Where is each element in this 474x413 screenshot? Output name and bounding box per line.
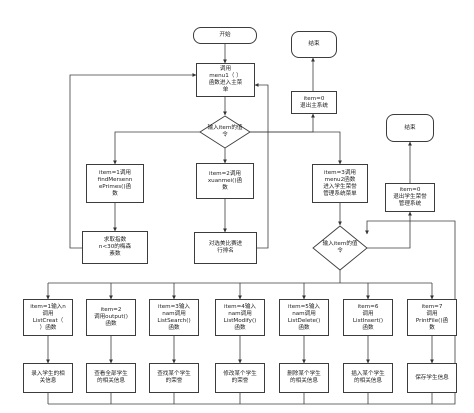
- connector: [254, 83, 269, 249]
- sub-item-process: item=5输入 nam调用 ListDelete() 函数: [279, 299, 329, 336]
- connector: [250, 113, 315, 133]
- end-terminal-main: 结束: [291, 31, 337, 58]
- sub-item-process: item=7 调用 PrintFile()函 数: [407, 299, 457, 336]
- decision-label-main: 输入item的值 令: [207, 125, 243, 138]
- menu1-process: 调用 menu1（ ） 函数进入主菜 单: [196, 63, 255, 97]
- sub-item-process: item=6 调用 ListInsert() 函数: [343, 299, 393, 336]
- sub-result-process: 录入学生的相 关信息: [23, 363, 73, 393]
- connector: [69, 73, 197, 249]
- contest-result-process: 对选美比赛进 行排名: [194, 232, 257, 264]
- prime-result-process: 求取指数 n<30的梅森 素数: [82, 231, 148, 264]
- sub-result-process: 插入某个学生 的相关信息: [343, 363, 393, 393]
- sub-item-process: item=3输入 nam调用 ListSearch() 函数: [149, 299, 199, 336]
- item2-main-process: item=2调用 xuanmei()函 数: [196, 163, 254, 199]
- decision-label-menu2: 输入item的值 令: [322, 241, 358, 254]
- sub-result-process: 修改某个学生 的荣誉: [215, 363, 265, 393]
- connector: [250, 131, 342, 165]
- item1-main-process: item=1调用 findMersenn ePrimes()函 数: [86, 164, 144, 203]
- decision-diamond-main: [199, 115, 251, 149]
- sub-result-process: 保存学生信息: [407, 363, 457, 393]
- item0-main-process: item=0 退出主系统: [291, 91, 337, 114]
- sub-result-process: 查看全部学生 的相关信息: [86, 363, 136, 393]
- decision-diamond-menu2: [312, 225, 368, 271]
- connector: [113, 131, 200, 165]
- start-terminal: 开始: [193, 27, 257, 44]
- sub-result-process: 查找某个学生 的荣誉: [149, 363, 199, 393]
- sub-item-process: item=2 调用output() 函数: [86, 299, 136, 336]
- item3-main-process: item=3调用 menu2函数 进入学生荣誉 管理系统菜单: [312, 164, 368, 203]
- sub-item-process: item=1输入n 调用 ListCreat（ ）函数: [23, 299, 73, 336]
- item0-menu2-process: item=0 退出学生荣誉 管理系统: [385, 183, 435, 212]
- connector: [48, 220, 456, 405]
- end-terminal-menu2: 结束: [386, 114, 434, 142]
- connector: [367, 211, 412, 249]
- sub-result-process: 删除某个学生 的相关信息: [279, 363, 329, 393]
- sub-item-process: item=4输入 nam调用 ListModify() 函数: [215, 299, 265, 336]
